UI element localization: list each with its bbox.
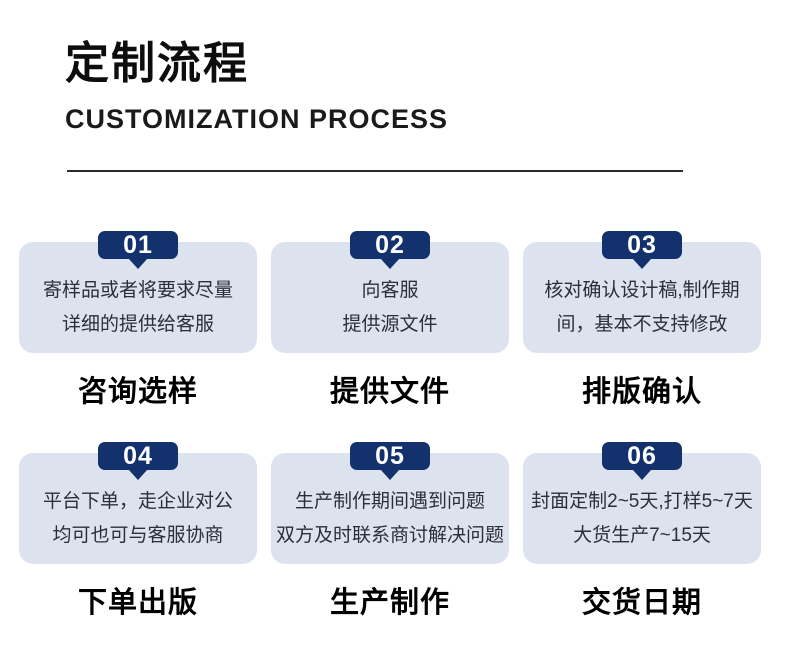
step-card-2: 02 向客服 提供源文件 提供文件 — [271, 231, 509, 410]
step-card-6: 06 封面定制2~5天,打样5~7天 大货生产7~15天 交货日期 — [523, 442, 761, 621]
step-title: 排版确认 — [581, 376, 702, 408]
step-description-line: 封面定制2~5天,打样5~7天 — [531, 490, 753, 512]
page-title: 定制流程 — [65, 39, 249, 88]
step-number: 06 — [627, 441, 657, 470]
step-description-card: 向客服 提供源文件 — [271, 242, 509, 353]
step-title: 交货日期 — [581, 587, 702, 619]
step-description-line: 详细的提供给客服 — [61, 313, 214, 335]
page-subtitle: CUSTOMIZATION PROCESS — [65, 104, 449, 135]
step-card-4: 04 平台下单，走企业对公 均可也可与客服协商 下单出版 — [19, 442, 257, 621]
step-title: 生产制作 — [329, 587, 450, 619]
badge-tail-pointer — [380, 258, 400, 269]
header-divider-line — [67, 170, 683, 172]
step-number: 04 — [123, 441, 153, 470]
step-title: 咨询选样 — [77, 376, 198, 408]
step-number-badge: 06 — [602, 441, 682, 480]
steps-grid: 01 寄样品或者将要求尽量 详细的提供给客服 咨询选样 02 向客服 提供源文件… — [19, 231, 761, 621]
step-description-line: 生产制作期间遇到问题 — [294, 490, 485, 512]
step-title: 提供文件 — [329, 376, 450, 408]
step-card-3: 03 核对确认设计稿,制作期 间，基本不支持修改 排版确认 — [523, 231, 761, 410]
badge-tail-pointer — [128, 469, 148, 480]
step-description-line: 平台下单，走企业对公 — [42, 490, 233, 512]
step-number-badge: 05 — [350, 441, 430, 480]
step-number: 05 — [375, 441, 405, 470]
step-description-line: 提供源文件 — [342, 313, 438, 335]
step-number: 03 — [627, 230, 657, 259]
step-description-line: 向客服 — [361, 279, 419, 301]
step-number-badge: 01 — [98, 230, 178, 269]
badge-tail-pointer — [632, 469, 652, 480]
step-description-line: 均可也可与客服协商 — [52, 524, 224, 546]
step-description-line: 核对确认设计稿,制作期 — [544, 279, 740, 301]
step-description-line: 双方及时联系商讨解决问题 — [275, 524, 504, 546]
step-number-badge: 03 — [602, 230, 682, 269]
step-description-line: 大货生产7~15天 — [573, 524, 711, 546]
step-title: 下单出版 — [77, 587, 198, 619]
page-header: 定制流程 CUSTOMIZATION PROCESS — [65, 39, 449, 135]
step-card-5: 05 生产制作期间遇到问题 双方及时联系商讨解决问题 生产制作 — [271, 442, 509, 621]
step-number-badge: 04 — [98, 441, 178, 480]
step-number-badge: 02 — [350, 230, 430, 269]
step-number: 02 — [375, 230, 405, 259]
step-card-1: 01 寄样品或者将要求尽量 详细的提供给客服 咨询选样 — [19, 231, 257, 410]
badge-tail-pointer — [632, 258, 652, 269]
step-description-line: 寄样品或者将要求尽量 — [42, 279, 233, 301]
badge-tail-pointer — [128, 258, 148, 269]
step-description-line: 间，基本不支持修改 — [556, 313, 728, 335]
step-number: 01 — [123, 230, 153, 259]
badge-tail-pointer — [380, 469, 400, 480]
